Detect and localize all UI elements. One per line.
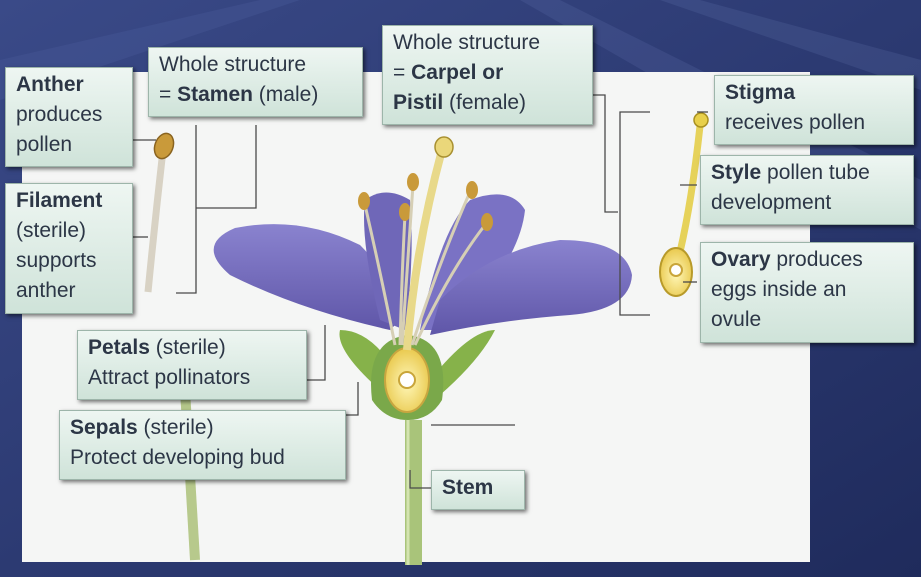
ovary-desc-3: ovule	[711, 308, 762, 331]
ovary-desc-2: eggs inside an	[711, 278, 847, 301]
filament	[144, 149, 167, 293]
pistil-line1: Whole structure	[393, 31, 541, 54]
petals-desc-2: Attract pollinators	[88, 366, 251, 389]
filament-desc-2: supports	[16, 249, 97, 272]
petal-left	[213, 224, 400, 330]
sepal-right	[430, 330, 495, 395]
filament-desc-3: anther	[16, 279, 76, 302]
anther	[153, 132, 175, 160]
pistil-title-2: Pistil	[393, 91, 444, 114]
style-desc-1: pollen tube	[761, 161, 870, 184]
filament-label: Filament (sterile) supports anther	[5, 183, 133, 314]
leader-lines	[133, 94, 708, 489]
flower-stamens	[358, 173, 493, 346]
pistil-suffix: (female)	[443, 91, 527, 114]
petals-title: Petals	[88, 336, 150, 359]
anther-desc-1: produces	[16, 103, 103, 126]
stem-title: Stem	[442, 476, 494, 499]
ovary-label: Ovary produces eggs inside an ovule	[700, 242, 914, 343]
pistil-prefix: =	[393, 61, 412, 84]
stigma-desc: receives pollen	[725, 111, 866, 134]
stamen-prefix: =	[159, 83, 178, 106]
style-title: Style	[711, 161, 762, 184]
petals-label: Petals (sterile) Attract pollinators	[77, 330, 307, 400]
style-desc-2: development	[711, 191, 832, 214]
sepals-title: Sepals	[70, 416, 138, 439]
stigma-title: Stigma	[725, 81, 796, 104]
pistil-title: Carpel or	[411, 61, 504, 84]
detached-stamen	[144, 132, 175, 293]
filament-desc-1: (sterile)	[16, 219, 87, 242]
filament-title: Filament	[16, 189, 103, 212]
anther-label: Anther produces pollen	[5, 67, 133, 167]
sepals-label: Sepals (sterile) Protect developing bud	[59, 410, 346, 480]
stigma	[693, 112, 709, 128]
ovary-title: Ovary	[711, 248, 771, 271]
flower-style	[403, 148, 446, 351]
stem-label: Stem	[431, 470, 525, 510]
anther-title: Anther	[16, 73, 84, 96]
sepals-desc-2: Protect developing bud	[70, 446, 285, 469]
detached-pistil	[659, 112, 709, 297]
petal-back-left	[364, 192, 412, 330]
stigma-label: Stigma receives pollen	[714, 75, 914, 145]
anther-desc-2: pollen	[16, 133, 73, 156]
pistil-label: Whole structure = Carpel or Pistil (fema…	[382, 25, 593, 125]
sepals-desc-1: (sterile)	[137, 416, 214, 439]
ovary-desc-1: produces	[770, 248, 863, 271]
stamen-suffix: (male)	[252, 83, 319, 106]
flower-stigma	[434, 136, 454, 158]
stamen-label: Whole structure = Stamen (male)	[148, 47, 363, 117]
stamen-title: Stamen	[177, 83, 253, 106]
petals-desc-1: (sterile)	[149, 336, 226, 359]
petal-right	[430, 240, 632, 335]
stamen-line1: Whole structure	[159, 53, 307, 76]
style	[676, 125, 704, 253]
style-label: Style pollen tube development	[700, 155, 914, 225]
